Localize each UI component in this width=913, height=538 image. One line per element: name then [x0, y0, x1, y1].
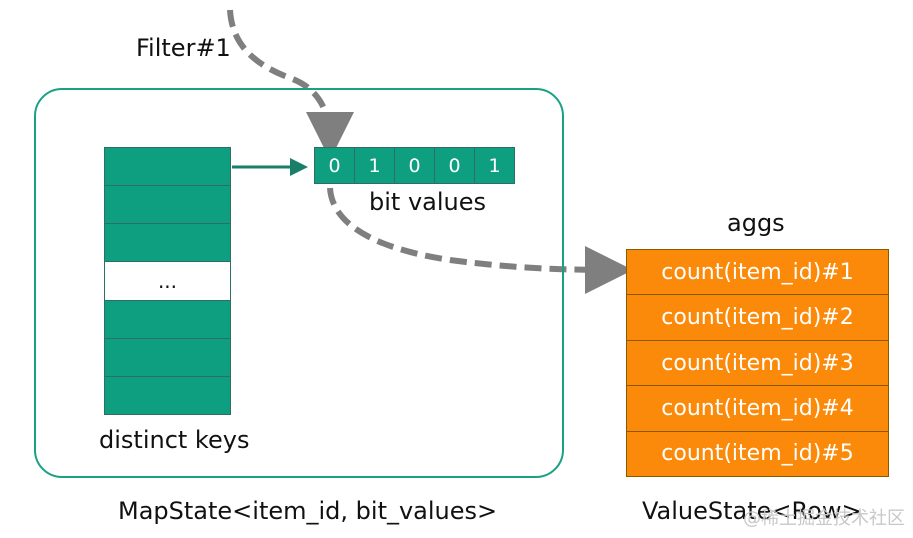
distinct-keys-column: ...	[104, 147, 231, 415]
bit-value-cell-5: 1	[488, 154, 501, 177]
agg-cell-3: count(item_id)#3	[627, 341, 888, 387]
agg-cell-1: count(item_id)#1	[627, 250, 888, 296]
distinct-key-cell-7	[105, 377, 230, 414]
distinct-key-cell-1	[105, 148, 230, 187]
mapstate-caption: MapState<item_id, bit_values>	[118, 497, 498, 525]
agg-cell-2: count(item_id)#2	[627, 295, 888, 341]
distinct-key-cell-5	[105, 301, 230, 339]
bits-to-aggs-arrow	[327, 187, 633, 294]
aggs-title: aggs	[727, 209, 785, 237]
bit-values-caption: bit values	[369, 188, 486, 216]
distinct-key-cell-6	[105, 339, 230, 377]
distinct-key-cell-3	[105, 224, 230, 263]
bit-value-cell-4: 0	[435, 148, 475, 183]
filter-to-bits-arrow	[227, 9, 354, 160]
distinct-key-cell-4: ...	[105, 262, 230, 301]
agg-cell-4: count(item_id)#4	[627, 386, 888, 432]
bit-value-cell-2: 1	[355, 148, 395, 183]
valuestate-caption: ValueState<Row>	[642, 497, 862, 525]
watermark: @稀土掘金技术社区	[743, 508, 905, 529]
mapstate-container	[34, 88, 564, 478]
filter-label: Filter#1	[136, 34, 231, 62]
distinct-keys-caption: distinct keys	[99, 426, 250, 454]
distinct-key-cell-2	[105, 186, 230, 225]
bit-value-cell-3: 0	[395, 148, 435, 183]
agg-cell-5: count(item_id)#5	[661, 441, 854, 467]
bit-value-cell-1: 0	[315, 148, 355, 183]
